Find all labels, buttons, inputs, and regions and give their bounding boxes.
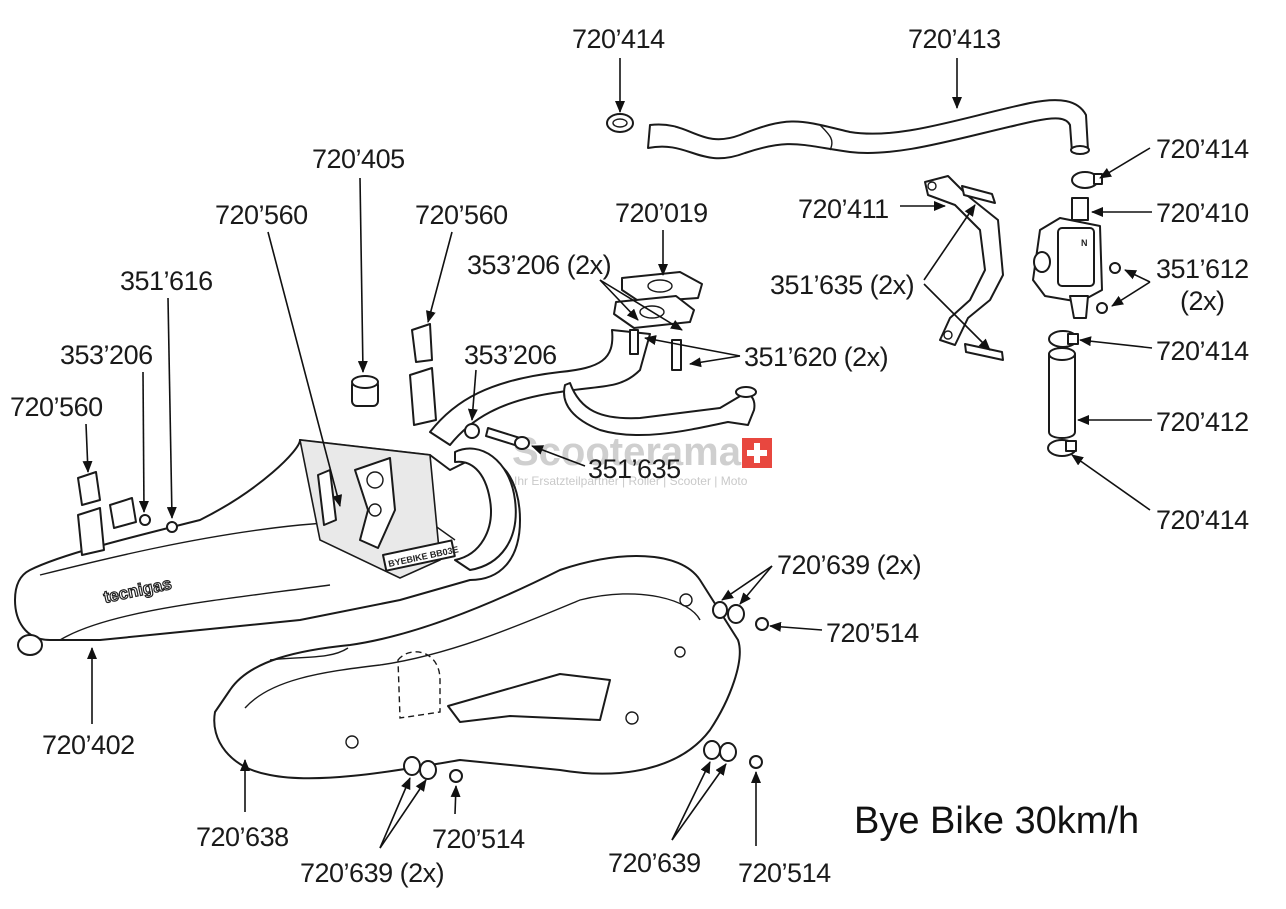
callout-label: 353’206 <box>464 340 557 370</box>
watermark-tagline: Ihr Ersatzteilpartner | Roller | Scooter… <box>514 474 748 488</box>
shield-washers-bolts <box>403 601 769 783</box>
valve-letter: N <box>1081 238 1088 248</box>
callout-label: 720’639 <box>608 848 701 878</box>
callout-label: 351’620 (2x) <box>744 342 888 372</box>
callout-label: 351’635 <box>588 454 681 484</box>
hose-clamp-bottom <box>1047 439 1077 457</box>
leader-lines <box>82 58 1153 849</box>
callout-label: 720’560 <box>10 392 103 422</box>
callout-label: 351’635 (2x) <box>770 270 914 300</box>
watermark: Scooterama Ihr Ersatzteilpartner | Rolle… <box>512 430 772 488</box>
callout-label: 720’413 <box>908 24 1001 54</box>
air-valve: N <box>1032 197 1103 319</box>
callout-label: 720’638 <box>196 822 289 852</box>
mounting-bracket <box>924 175 1004 361</box>
callout-label: 720’560 <box>215 200 308 230</box>
muffler-body: tecnigas BYEBIKE BB03E <box>14 439 521 656</box>
callout-label: 720’411 <box>798 194 889 224</box>
spacer-sleeve <box>351 375 379 407</box>
callout-label: 720’514 <box>432 824 525 854</box>
valve-bolts <box>1096 262 1121 314</box>
callout-label: 353’206 (2x) <box>467 250 611 280</box>
callout-label: 720’639 (2x) <box>777 550 921 580</box>
callout-label: 720’414 <box>572 24 665 54</box>
callout-label: 720’514 <box>738 858 831 888</box>
callout-label: 720’402 <box>42 730 135 760</box>
callout-label: 720’560 <box>415 200 508 230</box>
hose-clamp-middle <box>1048 330 1079 348</box>
spring-clips <box>77 323 437 556</box>
header-washer-bolt <box>464 423 530 450</box>
short-hose <box>1048 347 1076 439</box>
callout-label: 720’414 <box>1156 134 1249 164</box>
hose-clamp-upper-right <box>1071 171 1103 189</box>
callout-label: 720’019 <box>615 198 708 228</box>
callout-label: 720’414 <box>1156 336 1249 366</box>
callout-label: (2x) <box>1180 286 1225 316</box>
exhaust-gasket <box>613 271 703 329</box>
watermark-brand: Scooterama <box>512 430 742 474</box>
diagram-title: Bye Bike 30km/h <box>854 800 1139 842</box>
callout-label: 351’612 <box>1156 254 1249 284</box>
callout-label: 720’410 <box>1156 198 1249 228</box>
exhaust-header-pipe <box>429 329 757 446</box>
callout-label: 720’514 <box>826 618 919 648</box>
callout-label: 720’639 (2x) <box>300 858 444 888</box>
hose-clamp-top <box>606 113 634 133</box>
heat-shield <box>213 555 741 780</box>
callout-label: 720’405 <box>312 144 405 174</box>
callout-labels: 720’414 720’413 720’414 720’410 720’411 … <box>10 24 1250 888</box>
breather-hose <box>647 99 1090 160</box>
swiss-cross-icon <box>742 438 772 468</box>
callout-label: 720’414 <box>1156 505 1249 535</box>
callout-label: 720’412 <box>1156 407 1249 437</box>
exhaust-studs <box>629 329 682 371</box>
callout-label: 353’206 <box>60 340 153 370</box>
callout-label: 351’616 <box>120 266 213 296</box>
